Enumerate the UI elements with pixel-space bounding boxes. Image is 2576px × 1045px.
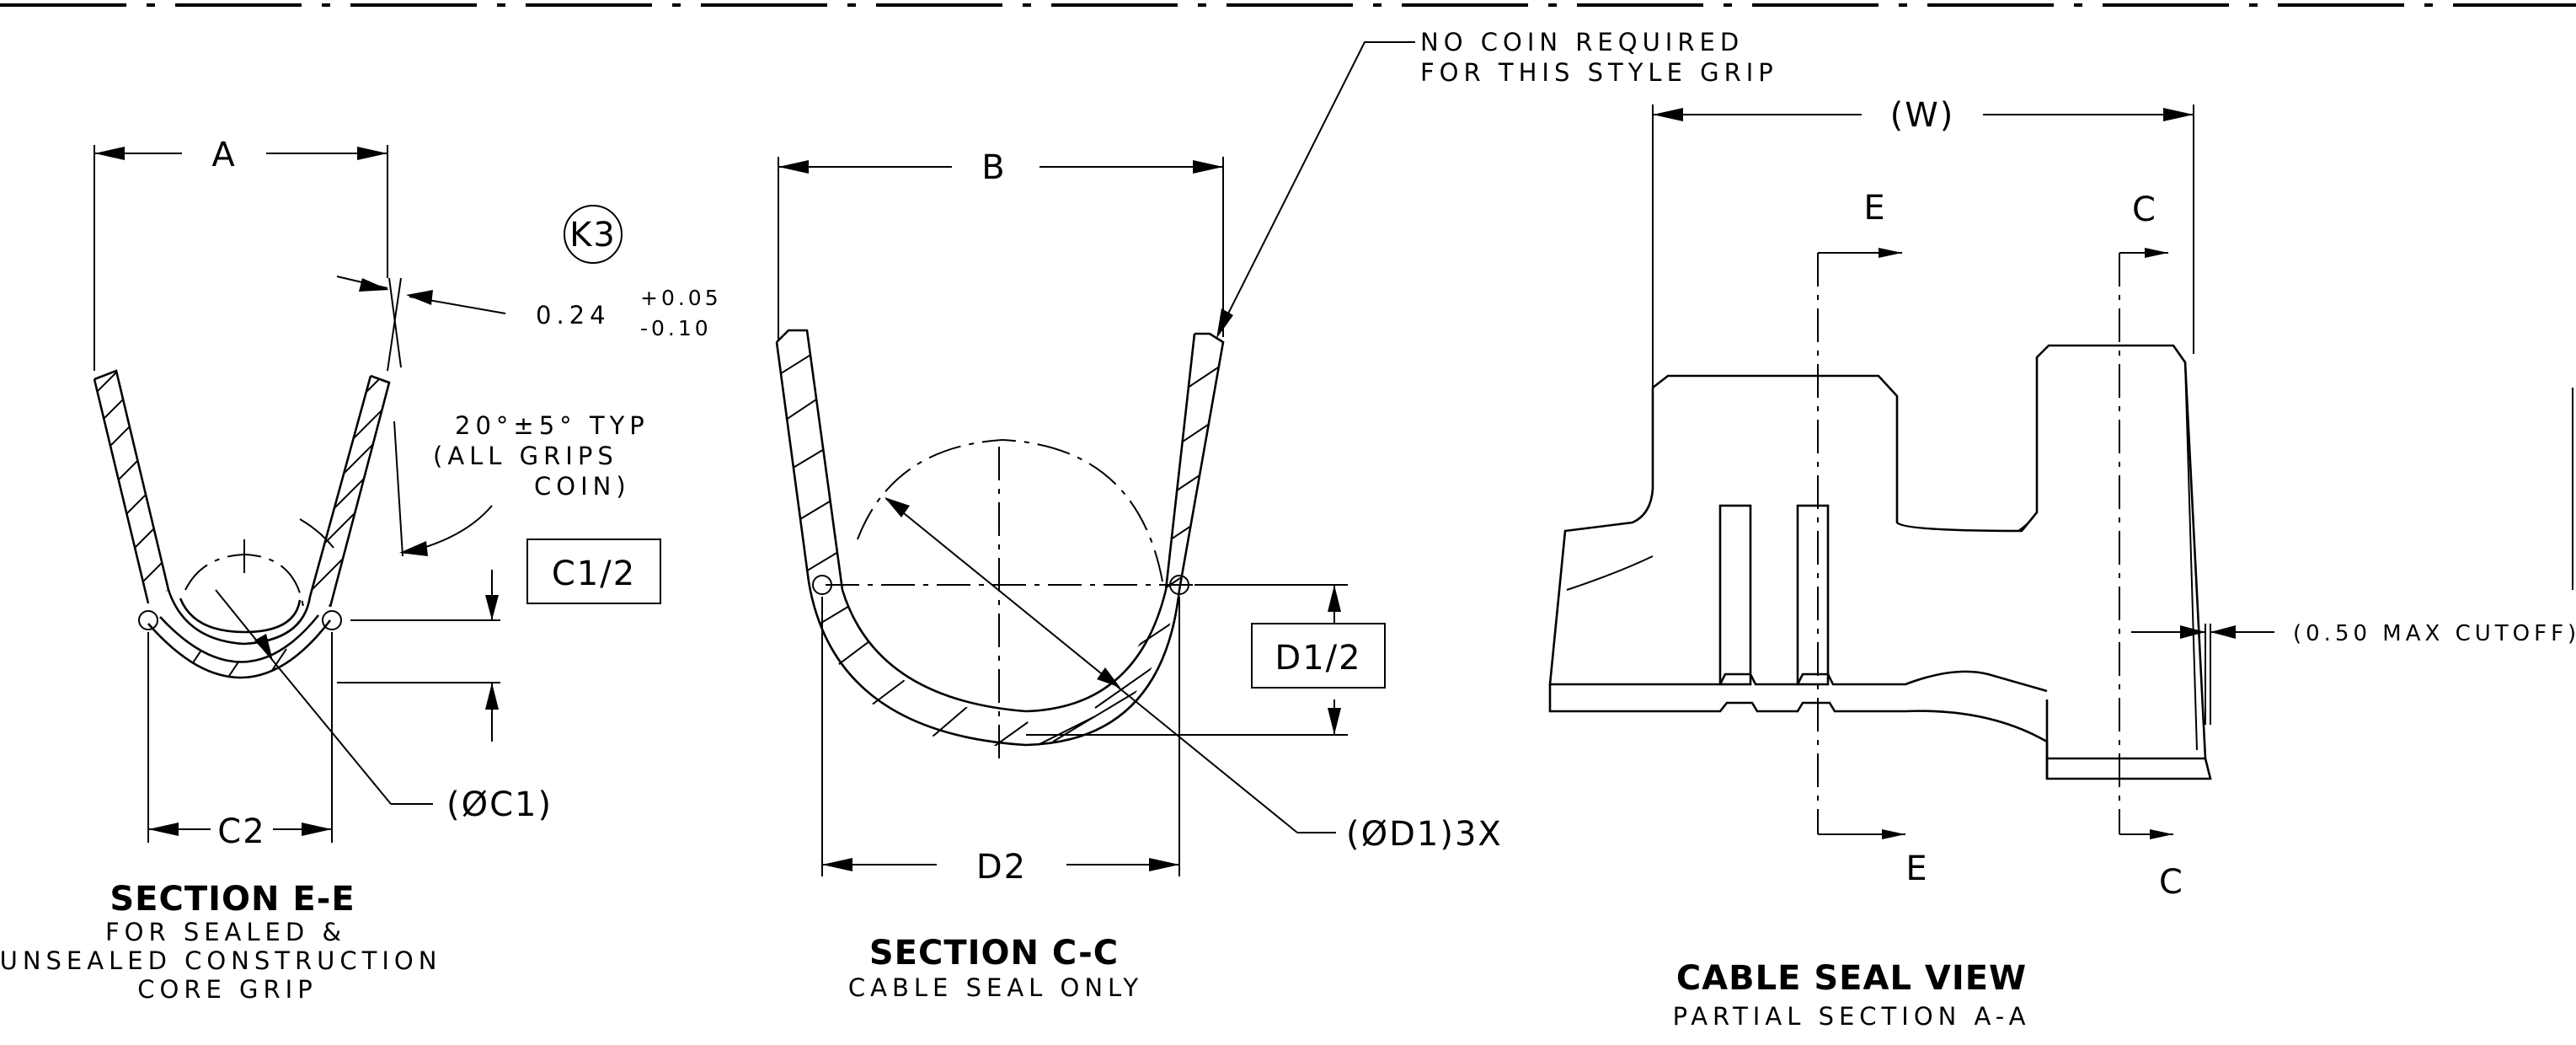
section-ee: A K3 0.24 +0.05 -0.10 20°±5° TYP (ALL GR… — [0, 136, 722, 1004]
cable-seal-view-subtitle: PARTIAL SECTION A-A — [1673, 1002, 2031, 1031]
no-coin-note-line-1: NO COIN REQUIRED — [1420, 28, 1744, 56]
cable-seal-view: (W) E E C C — [1548, 96, 2576, 1031]
section-ee-subtitle-1: FOR SEALED & — [105, 918, 346, 946]
dim-c2-label: C2 — [217, 812, 265, 851]
cut-e-bottom-label: E — [1905, 849, 1928, 888]
section-cc: B NO COIN REQUIRED FOR THIS STYLE GRIP — [775, 28, 1778, 1002]
thickness-minus: -0.10 — [640, 316, 712, 340]
dim-d1-dia-label: (ØD1)3X — [1346, 815, 1503, 854]
ee-grip-profile — [93, 369, 433, 805]
cc-grip-profile — [775, 329, 1336, 833]
thickness-nominal: 0.24 — [536, 301, 611, 330]
angle-note: 20°±5° TYP (ALL GRIPS COIN) — [299, 411, 649, 557]
cable-seal-view-title: CABLE SEAL VIEW — [1676, 959, 2027, 998]
k3-callout: K3 — [564, 205, 623, 264]
dim-d1-half: D1/2 — [1026, 584, 1386, 736]
dim-c1-half: C1/2 — [337, 539, 661, 742]
dim-d2-label: D2 — [976, 848, 1027, 887]
cut-c-top-label: C — [2132, 190, 2157, 229]
section-ee-title: SECTION E-E — [110, 880, 355, 919]
dim-w-label: (W) — [1890, 96, 1955, 135]
dim-c1-dia-label: (ØC1) — [446, 785, 553, 824]
angle-note-line-3: COIN) — [534, 472, 631, 501]
dim-b-label: B — [981, 148, 1006, 187]
no-coin-note-line-2: FOR THIS STYLE GRIP — [1420, 58, 1778, 87]
angle-note-line-2: (ALL GRIPS — [433, 442, 618, 470]
section-ee-subtitle-3: CORE GRIP — [137, 975, 317, 1004]
dim-a-label: A — [211, 136, 236, 174]
cut-c-bottom-label: C — [2159, 863, 2184, 902]
section-cc-title: SECTION C-C — [869, 934, 1119, 973]
section-cc-subtitle: CABLE SEAL ONLY — [848, 973, 1143, 1002]
angle-note-line-1: 20°±5° TYP — [455, 411, 649, 440]
dim-c1-half-label: C1/2 — [552, 555, 636, 593]
cutoff-note: (0.50 MAX CUTOFF) — [2293, 621, 2576, 646]
dim-w: (W) — [1652, 96, 2194, 388]
cut-line-c: C C — [2119, 190, 2184, 902]
cutoff-dim: (0.50 MAX CUTOFF) — [2131, 621, 2576, 725]
no-coin-note: NO COIN REQUIRED FOR THIS STYLE GRIP — [1216, 28, 1778, 339]
dim-a: A — [94, 136, 388, 371]
dim-d2: D2 — [821, 597, 1180, 887]
dim-b: B — [778, 148, 1224, 340]
cut-line-e: E E — [1817, 189, 1928, 888]
dim-c2: C2 — [147, 632, 333, 851]
section-ee-subtitle-2: UNSEALED CONSTRUCTION — [0, 946, 441, 975]
dim-d1-half-label: D1/2 — [1275, 639, 1361, 678]
thickness-plus: +0.05 — [640, 286, 722, 310]
cable-seal-profile — [1548, 344, 2212, 780]
cut-e-top-label: E — [1863, 189, 1886, 228]
thickness-dim: 0.24 +0.05 -0.10 — [336, 276, 722, 372]
k3-label: K3 — [569, 216, 617, 255]
